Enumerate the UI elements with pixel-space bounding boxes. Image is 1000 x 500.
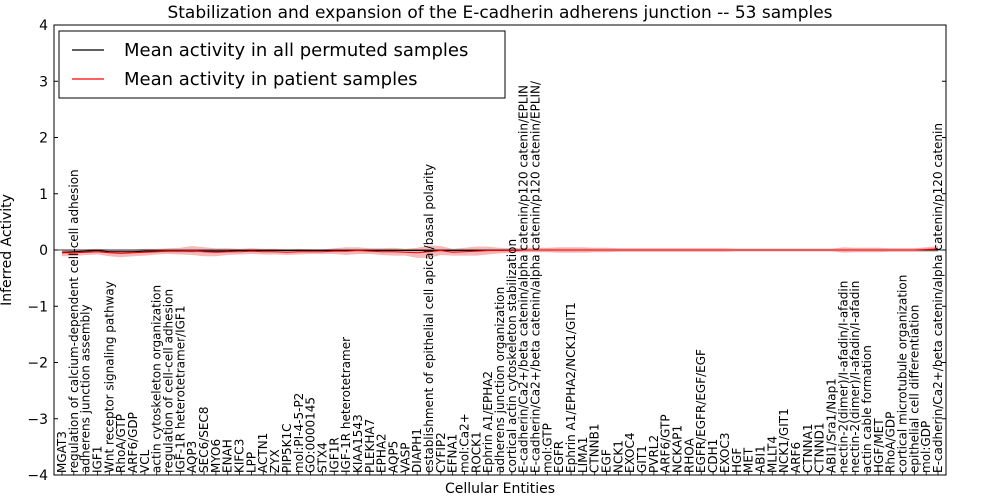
x-tick-label: CTNNB1 xyxy=(588,423,602,473)
x-tick-label: IGF-1R heterotetramer/IGF1 xyxy=(173,306,187,473)
x-tick-label: ACTN1 xyxy=(256,433,270,473)
x-tick-label: SEC6/SEC8 xyxy=(197,407,211,473)
x-tick-label: CTNNA1 xyxy=(801,423,815,473)
x-tick-label: nectin-2(dimer)/I-afadin/I-afadin xyxy=(836,281,850,473)
x-tick-label: Wnt receptor signaling pathway xyxy=(102,281,116,473)
x-tick-label: ARF6/GTP xyxy=(659,414,673,473)
x-tick-label: AQP3 xyxy=(185,441,199,473)
x-tick-label: EXOC4 xyxy=(623,433,637,474)
x-tick-label: cortical actin cytoskeleton stabilizatio… xyxy=(505,239,519,473)
x-tick-label: KIAA1543 xyxy=(351,414,365,473)
x-tick-label: EGF xyxy=(600,449,614,473)
x-tick-label: mol:Ca2+ xyxy=(458,413,472,473)
x-tick-label: PLEKHA7 xyxy=(363,419,377,473)
x-tick-label: epithelial cell differentiation xyxy=(907,305,921,473)
y-tick-label: 4 xyxy=(39,18,48,34)
x-tick-label: GIT1 xyxy=(635,445,649,473)
x-tick-label: DIAPH1 xyxy=(410,428,424,473)
x-tick-label: actin cytoskeleton organization xyxy=(150,285,164,473)
x-tick-label: PIP5K1C xyxy=(280,423,294,473)
legend-label-permuted: Mean activity in all permuted samples xyxy=(124,40,468,61)
x-tick-label: MYO6 xyxy=(209,439,223,473)
x-tick-label: VCL xyxy=(138,449,152,473)
x-tick-label: E-cadherin/Ca2+/beta catenin/alpha caten… xyxy=(529,80,543,473)
x-tick-label: ABI1/Sra1/Nap1 xyxy=(825,378,839,473)
x-tick-label: MET xyxy=(742,447,756,473)
x-tick-label: CDH1 xyxy=(706,439,720,473)
x-tick-label: regulation of calcium-dependent cell-cel… xyxy=(67,169,81,473)
x-tick-label: regulation of cell-cell adhesion xyxy=(162,289,176,473)
x-tick-label: EGFR xyxy=(552,441,566,473)
x-tick-label: EGFR/EGFR/EGF/EGF xyxy=(694,349,708,473)
x-tick-label: AQP5 xyxy=(387,441,401,473)
x-tick-label: NCK1/GIT1 xyxy=(777,408,791,473)
x-tick-label: mol:PI-4-5-P2 xyxy=(292,393,306,473)
x-tick-label: E-cadherin/Ca2+/beta catenin/alpha caten… xyxy=(931,123,945,473)
x-tick-label: NCK1 xyxy=(611,440,625,473)
x-tick-label: MLLT4 xyxy=(765,436,779,473)
x-tick-label: cortical microtubule organization xyxy=(896,275,910,473)
x-tick-label: actin cable formation xyxy=(860,345,874,473)
x-tick-label: E-cadherin/Ca2+/beta catenin/alpha caten… xyxy=(517,85,531,473)
x-tick-label: IGF1R xyxy=(327,437,341,473)
x-tick-label: VASP xyxy=(398,442,412,473)
x-tick-label: EFNA1 xyxy=(446,434,460,473)
series-line-patient xyxy=(62,248,939,254)
x-tick-label: establishment of epithelial cell apical/… xyxy=(422,164,436,473)
y-axis-label: Inferred Activity xyxy=(0,194,15,306)
y-tick-label: 3 xyxy=(39,74,48,90)
x-tick-label: RHOA xyxy=(682,437,696,473)
y-tick-label: −2 xyxy=(27,356,48,372)
y-tick-label: 0 xyxy=(39,243,48,259)
x-tick-label: KIFC3 xyxy=(233,439,247,473)
x-tick-label: STX4 xyxy=(315,442,329,473)
x-tick-label: EPHA2 xyxy=(375,433,389,473)
x-tick-label: ARF6/GDP xyxy=(126,412,140,473)
x-tick-label: ZYX xyxy=(268,449,282,473)
x-tick-label: PVRL2 xyxy=(647,435,661,473)
y-tick-label: −1 xyxy=(27,299,48,315)
x-axis-label: Cellular Entities xyxy=(445,481,555,497)
x-tick-label: adherens junction organization xyxy=(493,287,507,473)
y-tick-label: 1 xyxy=(39,187,48,203)
x-tick-label: HGF xyxy=(730,448,744,473)
chart-title: Stabilization and expansion of the E-cad… xyxy=(167,3,832,23)
x-tick-label: ENAH xyxy=(221,439,235,473)
x-tick-label: EXOC3 xyxy=(718,433,732,474)
y-tick-label: −4 xyxy=(27,468,48,484)
x-tick-label: IGF-1R heterotetramer xyxy=(339,337,353,473)
legend-label-patient: Mean activity in patient samples xyxy=(124,69,418,90)
x-tick-label: HGF/MET xyxy=(872,418,886,473)
x-tick-label: Ephrin A1/EPHA2 xyxy=(481,371,495,473)
x-tick-label: LIMA1 xyxy=(576,437,590,473)
x-tick-label: mol:GTP xyxy=(540,423,554,473)
y-axis: −4 −3 −2 −1 0 1 2 3 4 xyxy=(27,18,946,484)
x-tick-label: ABI1 xyxy=(753,445,767,473)
x-tick-label: GO:0000145 xyxy=(304,397,318,473)
x-tick-label: NCKAP1 xyxy=(671,425,685,473)
legend: Mean activity in all permuted samples Me… xyxy=(58,30,506,99)
y-tick-label: 2 xyxy=(39,131,48,147)
x-tick-label: Ephrin A1/EPHA2/NCK1/GIT1 xyxy=(564,302,578,473)
x-tick-label: CTNND1 xyxy=(813,422,827,473)
x-tick-label: RhoA/GDP xyxy=(884,412,898,473)
x-tick-label: RhoA/GTP xyxy=(114,414,128,473)
legend-box xyxy=(58,30,506,99)
x-tick-label: ARF6 xyxy=(789,442,803,473)
x-tick-label: mol:GDP xyxy=(919,421,933,473)
x-tick-label: MGAT3 xyxy=(55,431,69,473)
y-tick-label: −3 xyxy=(27,412,48,428)
x-tick-label: ROCK1 xyxy=(469,431,483,473)
patient-band xyxy=(62,245,938,258)
x-tick-label: nectin-2(dimer)/I-afadin/I-afadin xyxy=(848,281,862,473)
x-tick-label: adherens junction assembly xyxy=(79,304,93,473)
x-tick-label: LPP xyxy=(244,452,258,473)
plot-area xyxy=(54,245,946,258)
x-tick-label: CYFIP2 xyxy=(434,432,448,473)
x-tick-label: IGF1 xyxy=(91,446,105,473)
